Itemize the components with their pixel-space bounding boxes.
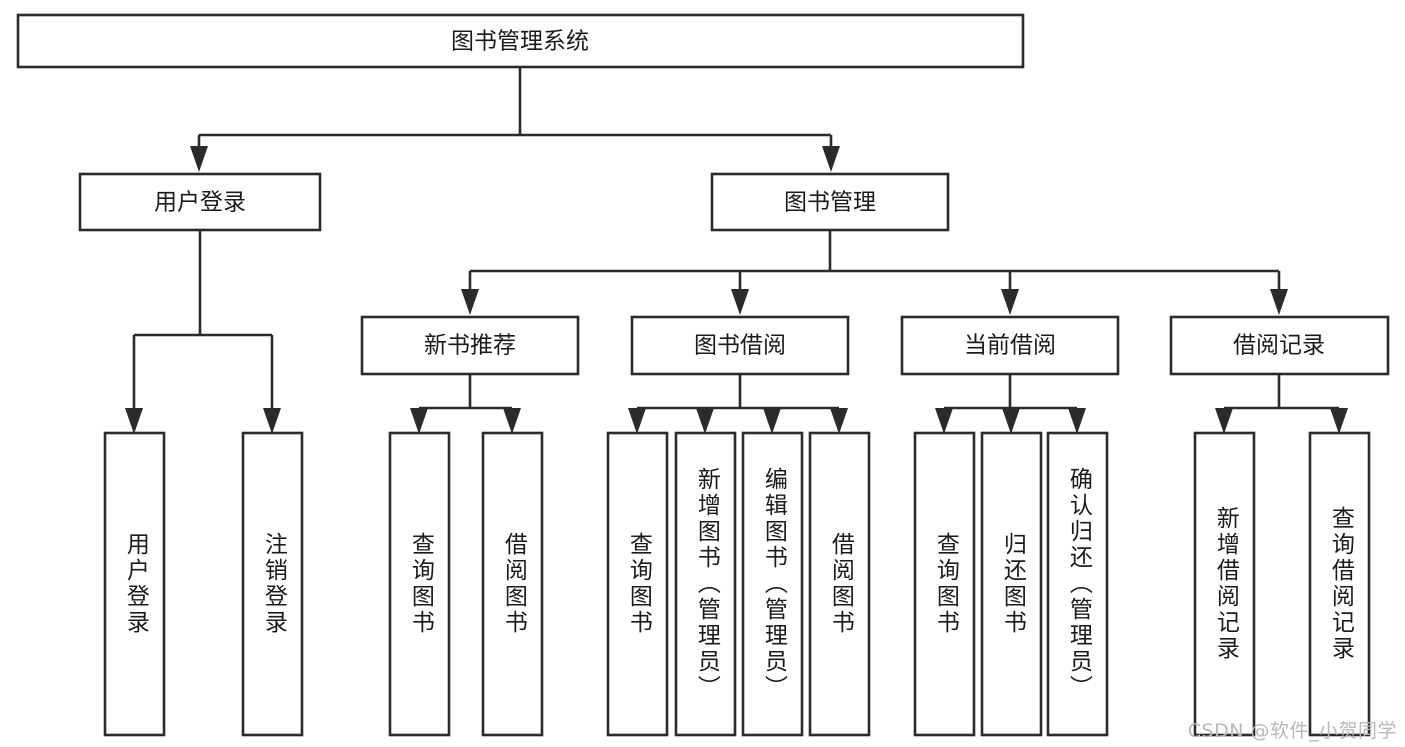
watermark-text: CSDN @软件_小贺同学 (1187, 720, 1397, 742)
node-book-manage[interactable]: 图书管理 (710, 172, 950, 232)
arrow-head-icon (822, 146, 840, 172)
leaf-box-borrow-book-2[interactable] (808, 431, 871, 737)
arrow-head-icon (410, 408, 428, 434)
leaf-box-add-book[interactable] (674, 431, 737, 737)
leaf-box-add-record[interactable] (1193, 431, 1256, 737)
current-borrow-label: 当前借阅 (964, 333, 1056, 359)
node-current-borrow[interactable]: 当前借阅 (900, 315, 1120, 376)
arrow-head-icon (263, 408, 281, 434)
node-book-borrow[interactable]: 图书借阅 (630, 315, 850, 376)
arrow-head-icon (1001, 289, 1019, 315)
leaf-box-query-book-3[interactable] (913, 431, 976, 737)
leaf-box-user-logout[interactable] (241, 431, 304, 737)
user-login-box[interactable] (78, 172, 322, 232)
arrow-head-icon (763, 408, 781, 434)
node-root[interactable]: 图书管理系统 (16, 13, 1025, 69)
connector-new-book-recommend-to-leaves (410, 374, 521, 434)
root-label: 图书管理系统 (451, 29, 589, 55)
leaf-box-edit-book[interactable] (741, 431, 804, 737)
arrow-head-icon (1068, 408, 1086, 434)
book-borrow-label: 图书借阅 (694, 333, 786, 359)
arrow-head-icon (731, 289, 749, 315)
arrow-head-icon (190, 146, 208, 172)
leaf-box-query-book-1[interactable] (388, 431, 451, 737)
leaf-box-confirm-return[interactable] (1046, 431, 1109, 737)
connector-current-borrow-to-leaves (935, 374, 1086, 434)
current-borrow-box[interactable] (900, 315, 1120, 376)
borrow-record-label: 借阅记录 (1233, 333, 1325, 359)
node-user-login[interactable]: 用户登录 (78, 172, 322, 232)
book-manage-label: 图书管理 (784, 190, 876, 216)
connector-root-to-level2 (190, 67, 840, 172)
root-box[interactable] (16, 13, 1025, 69)
leaf-box-return-book[interactable] (980, 431, 1043, 737)
arrow-head-icon (461, 289, 479, 315)
connector-book-borrow-to-leaves (628, 374, 848, 434)
leaf-box-query-book-2[interactable] (606, 431, 669, 737)
arrow-head-icon (935, 408, 953, 434)
arrow-head-icon (1330, 408, 1348, 434)
arrow-head-icon (125, 408, 143, 434)
connector-user-login-to-leaves (125, 230, 281, 434)
arrow-head-icon (628, 408, 646, 434)
user-login-label: 用户登录 (154, 190, 246, 216)
node-new-book-recommend[interactable]: 新书推荐 (360, 315, 580, 376)
arrow-head-icon (696, 408, 714, 434)
arrow-head-icon (503, 408, 521, 434)
new-book-recommend-label: 新书推荐 (424, 333, 516, 359)
connector-borrow-record-to-leaves (1215, 374, 1348, 434)
leaf-box-borrow-book-1[interactable] (481, 431, 544, 737)
node-borrow-record[interactable]: 借阅记录 (1169, 315, 1390, 376)
connector-book-manage-to-level3 (461, 230, 1288, 315)
new-book-recommend-box[interactable] (360, 315, 580, 376)
arrow-head-icon (1215, 408, 1233, 434)
arrow-head-icon (830, 408, 848, 434)
leaf-box-user-login[interactable] (103, 431, 166, 737)
leaf-box-query-record[interactable] (1308, 431, 1371, 737)
arrow-head-icon (1002, 408, 1020, 434)
arrow-head-icon (1270, 289, 1288, 315)
